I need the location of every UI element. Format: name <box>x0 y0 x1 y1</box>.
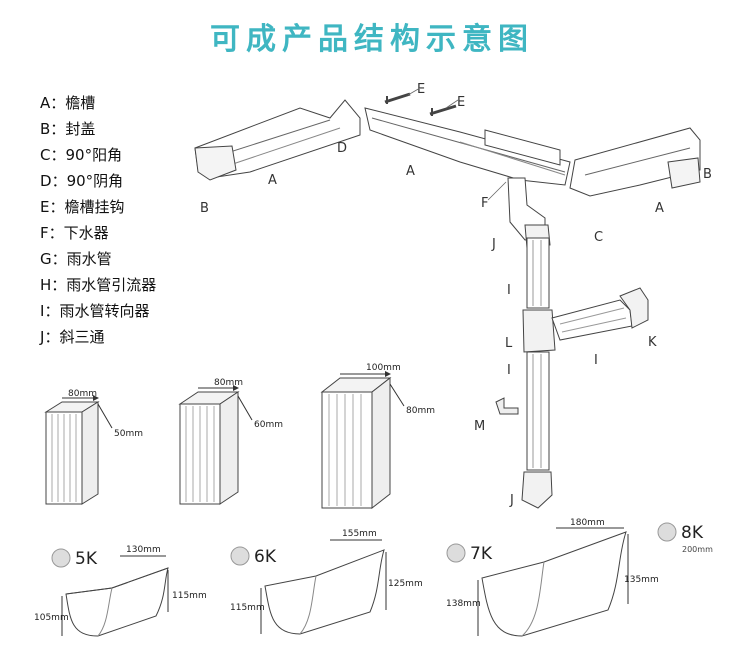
gutter-top-dim: 155mm <box>342 529 377 539</box>
label-f: F <box>481 196 488 211</box>
pipe-depth-label: 80mm <box>406 406 435 416</box>
branch-elbow <box>619 287 649 329</box>
gutter-size-dim: 200mm <box>682 545 713 554</box>
pipe-width-label: 100mm <box>366 363 401 373</box>
label-i: I <box>594 353 598 368</box>
label-a: A <box>406 164 415 179</box>
gutter-profile-6k: 6K <box>230 539 387 635</box>
pipe-profile <box>178 385 253 505</box>
gutter-profile-5k: 5K <box>51 548 169 637</box>
size-badge-icon <box>230 546 250 566</box>
gutter-size-label: 6K <box>254 547 277 567</box>
pipe-width-label: 80mm <box>214 378 243 388</box>
label-i: I <box>507 283 511 298</box>
gutter-hanger <box>429 104 457 116</box>
label-e: E <box>417 82 425 97</box>
label-l: L <box>505 336 513 351</box>
downpipe-upper <box>526 237 550 309</box>
label-k: K <box>648 335 657 350</box>
legend-item: J：斜三通 <box>40 328 105 346</box>
branch-tee <box>522 309 556 353</box>
gutter-top-dim: 130mm <box>126 545 161 555</box>
gutter-top-dim: 180mm <box>570 518 605 528</box>
label-j: J <box>491 237 496 252</box>
label-e: E <box>457 95 465 110</box>
size-badge-icon <box>446 543 466 563</box>
label-b: B <box>200 201 209 216</box>
gutter-left-dim: 115mm <box>230 603 265 613</box>
label-c: C <box>594 230 603 245</box>
legend-item: C：90°阳角 <box>40 146 123 164</box>
pipe-depth-label: 50mm <box>114 429 143 439</box>
pipe-profile <box>320 371 405 510</box>
gutter-size-label: 7K <box>470 544 493 564</box>
pipe-profile <box>44 395 113 505</box>
label-j: J <box>509 493 514 508</box>
label-b: B <box>703 167 712 182</box>
label-a: A <box>655 201 664 216</box>
size-badge-icon <box>657 522 677 542</box>
legend: A：檐槽 B：封盖 C：90°阳角 D：90°阴角 E：檐槽挂钩 F：下水器 G… <box>40 92 156 352</box>
legend-item: G：雨水管 <box>40 250 112 268</box>
end-cap-right <box>667 157 701 189</box>
gutter-assembly <box>194 92 701 197</box>
diagram-labels: A A A B B C D E E F I I I J J K L M <box>200 82 712 508</box>
size-badge-icon <box>51 548 71 568</box>
gutter-right-corner <box>484 129 561 166</box>
gutter-size-label: 5K <box>75 549 98 569</box>
gutter-hanger <box>384 92 411 104</box>
label-i: I <box>507 363 511 378</box>
gutter-right-dim: 135mm <box>624 575 659 585</box>
label-a: A <box>268 173 277 188</box>
gutter-left-dim: 138mm <box>446 599 481 609</box>
legend-item: H：雨水管引流器 <box>40 276 157 294</box>
legend-item: B：封盖 <box>40 120 96 138</box>
legend-item: D：90°阴角 <box>40 172 124 190</box>
gutter-profile-7k: 7K <box>446 527 629 637</box>
gutter-right-dim: 115mm <box>172 591 207 601</box>
downpipe-lower <box>526 351 550 471</box>
elbow-bottom <box>521 471 553 509</box>
pipe-depth-label: 60mm <box>254 420 283 430</box>
label-m: M <box>474 419 485 434</box>
gutter-size-8k: 8K 200mm <box>657 522 713 554</box>
pipe-clip <box>495 397 519 415</box>
legend-item: F：下水器 <box>40 224 109 242</box>
label-d: D <box>337 141 347 156</box>
branch-pipe <box>551 299 633 341</box>
downpipe-assembly <box>495 177 649 509</box>
legend-item: E：檐槽挂钩 <box>40 198 125 216</box>
gutter-size-label: 8K <box>681 523 704 543</box>
gutter-left-dim: 105mm <box>34 613 69 623</box>
legend-item: I：雨水管转向器 <box>40 302 150 320</box>
end-cap-left <box>194 145 237 181</box>
gutter-center-run <box>364 107 571 186</box>
pipe-width-label: 80mm <box>68 389 97 399</box>
legend-item: A：檐槽 <box>40 94 96 112</box>
gutter-right-dim: 125mm <box>388 579 423 589</box>
page-title: 可成产品结构示意图 <box>210 22 534 57</box>
